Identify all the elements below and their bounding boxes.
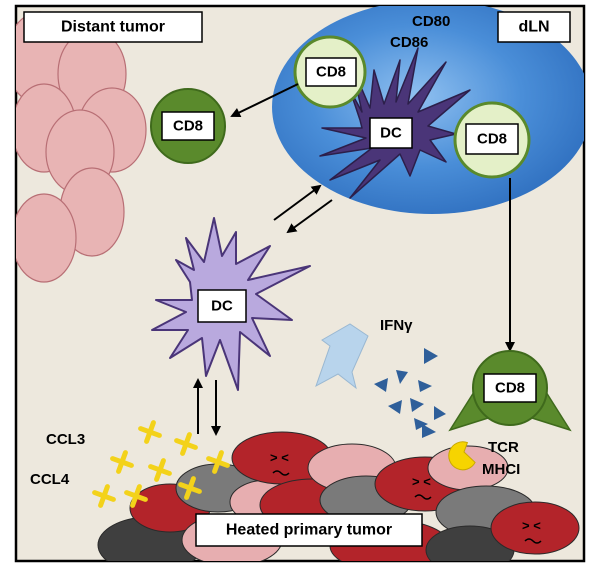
face-eyes-1: > < (270, 450, 289, 465)
face-mouth-1 (272, 470, 290, 476)
arrow-node-to-distant (230, 83, 299, 118)
heated-tumor-label: Heated primary tumor (226, 522, 392, 539)
tcr-label: TCR (488, 439, 519, 456)
mhc-shape (448, 441, 476, 471)
dc-tumor-label: DC (211, 298, 233, 315)
arrow-dc-to-node (273, 184, 322, 221)
cd8-outside-label: CD8 (173, 118, 203, 135)
cd80-label: CD80 (412, 13, 450, 30)
distant-tumor-box (23, 11, 203, 43)
face-eyes-3: > < (522, 518, 541, 533)
cd8-node-right-label: CD8 (477, 131, 507, 148)
cd8-cell-node-left: CD8 (293, 35, 367, 109)
chemokine-crosses (92, 420, 230, 508)
cd8-node-left-label: CD8 (316, 64, 346, 81)
ccl3-label: CCL3 (46, 431, 85, 448)
arrow-node-to-dc (286, 199, 333, 234)
dc-tumor-box (197, 289, 247, 323)
cd8-effector-cell: CD8 (448, 350, 572, 432)
cd8-effector-label: CD8 (495, 380, 525, 397)
cd8-cell-outside: CD8 (150, 88, 226, 164)
face-eyes-2: > < (412, 474, 431, 489)
face-mouth-3 (524, 538, 542, 544)
tumor-faces: > < > < > < (270, 450, 542, 544)
ifn-gamma-triangles (374, 348, 446, 438)
dc-node-box (369, 117, 413, 149)
mhci-label: MHCI (482, 461, 520, 478)
cd8-cell-node-right: CD8 (453, 101, 531, 179)
cd86-label: CD86 (390, 34, 428, 51)
dc-node-label: DC (380, 125, 402, 142)
dln-label: dLN (518, 19, 549, 36)
ifn-gamma-label: IFNγ (380, 317, 413, 334)
face-mouth-2 (414, 494, 432, 500)
heated-tumor-box (195, 513, 423, 547)
tumor-cell-face-3 (490, 501, 580, 555)
dln-box (497, 11, 571, 43)
ccl4-label: CCL4 (30, 471, 70, 488)
distant-tumor-label: Distant tumor (61, 19, 165, 36)
hollow-arrow (315, 323, 369, 390)
